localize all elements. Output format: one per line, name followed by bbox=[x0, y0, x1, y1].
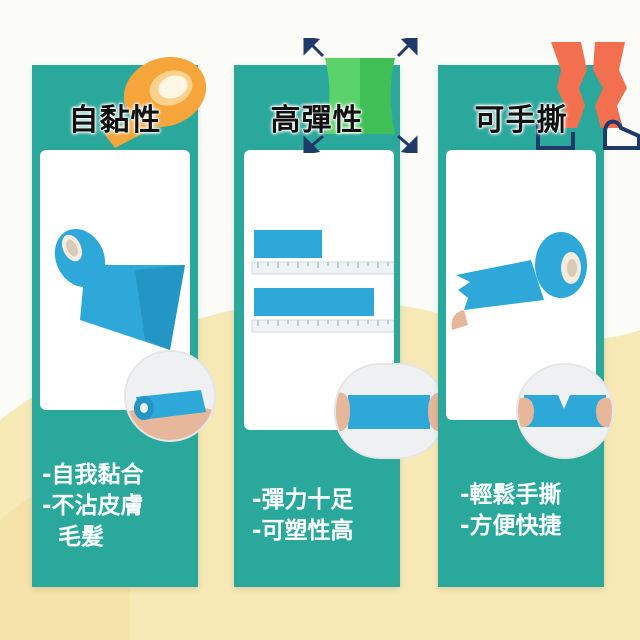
feature-card-self-adhesive: 自黏性 -自我黏合 -不沾皮膚 毛髮 bbox=[32, 65, 216, 587]
hand-tear-icon bbox=[536, 42, 640, 150]
card-title: 高彈性 bbox=[270, 103, 364, 139]
feature-item: -彈力十足 bbox=[252, 487, 354, 513]
card-title: 自黏性 bbox=[68, 103, 162, 139]
feature-item: -可塑性高 bbox=[252, 518, 354, 544]
feature-list: -自我黏合 -不沾皮膚 毛髮 bbox=[42, 460, 208, 553]
feature-card-hand-tear: 可手撕 -輕鬆手撕 -方便快捷 bbox=[438, 65, 614, 587]
closeup-tape-stretched bbox=[334, 363, 446, 459]
closeup-tape-wrapped-finger bbox=[124, 350, 216, 442]
feature-item: 毛髮 bbox=[42, 524, 105, 550]
feature-item: -方便快捷 bbox=[460, 513, 562, 539]
tape-roll-icon bbox=[105, 56, 207, 148]
feature-item: -自我黏合 bbox=[42, 462, 144, 488]
feature-list: -彈力十足 -可塑性高 bbox=[252, 485, 418, 547]
card-title: 可手撕 bbox=[474, 103, 568, 139]
closeup-hands-tearing-tape bbox=[516, 363, 614, 459]
feature-card-high-elasticity: 高彈性 -彈力十足 -可塑性高 bbox=[234, 65, 446, 587]
feature-item: -不沾皮膚 bbox=[42, 493, 144, 519]
feature-list: -輕鬆手撕 -方便快捷 bbox=[460, 480, 626, 542]
stretch-arrows-icon bbox=[303, 38, 418, 153]
feature-item: -輕鬆手撕 bbox=[460, 482, 562, 508]
